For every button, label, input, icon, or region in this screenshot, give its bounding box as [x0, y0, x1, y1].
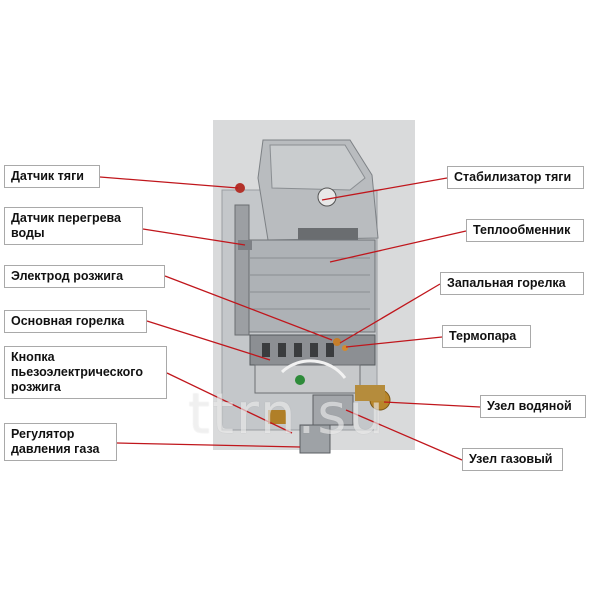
- leader-pilot-burner: [339, 283, 441, 344]
- label-gas-unit: Узел газовый: [462, 448, 563, 471]
- flue-opening: [298, 228, 358, 242]
- leader-draft-sensor: [99, 176, 239, 189]
- leader-lines: [99, 176, 481, 461]
- heat-exchanger-fins: [250, 257, 370, 310]
- label-heat-exchanger: Теплообменник: [466, 219, 584, 242]
- label-ignition-electrode: Электрод розжига: [4, 265, 165, 288]
- leader-piezo-button: [166, 372, 293, 434]
- draft-sensor-part: [235, 183, 245, 193]
- label-water-unit: Узел водяной: [480, 395, 586, 418]
- leader-gas-regulator: [116, 442, 301, 448]
- label-overheat-sensor: Датчик перегрева воды: [4, 207, 143, 245]
- thermocouple-part: [342, 345, 348, 351]
- label-piezo-button: Кнопка пьезоэлектрического розжига: [4, 346, 167, 399]
- leader-gas-unit: [345, 409, 463, 461]
- leader-water-unit: [383, 401, 481, 408]
- label-pilot-burner: Запальная горелка: [440, 272, 584, 295]
- leader-overheat-sensor: [142, 228, 246, 246]
- brass-connector: [268, 410, 286, 424]
- ignition-wire: [280, 359, 347, 379]
- pilot-burner-part: [333, 338, 341, 346]
- leader-main-burner: [146, 320, 271, 361]
- leader-draft-stabilizer: [321, 177, 448, 201]
- water-fitting: [355, 385, 385, 401]
- label-gas-regulator: Регулятор давления газа: [4, 423, 117, 461]
- leader-ignition-electrode: [164, 275, 333, 341]
- valve-block: [254, 364, 361, 394]
- label-main-burner: Основная горелка: [4, 310, 147, 333]
- left-pipe: [234, 204, 250, 336]
- heat-exchanger-body: [244, 239, 376, 333]
- draft-hood-top: [269, 144, 366, 191]
- label-draft-sensor: Датчик тяги: [4, 165, 100, 188]
- label-draft-stabilizer: Стабилизатор тяги: [447, 166, 584, 189]
- burner-nozzles: [262, 343, 334, 357]
- stabilizer-label-sticker: [317, 187, 337, 207]
- gas-regulator-part: [299, 424, 331, 454]
- leader-heat-exchanger: [329, 230, 467, 263]
- label-thermocouple: Термопара: [442, 325, 531, 348]
- piezo-button-part: [295, 375, 305, 385]
- leader-thermocouple: [345, 336, 443, 348]
